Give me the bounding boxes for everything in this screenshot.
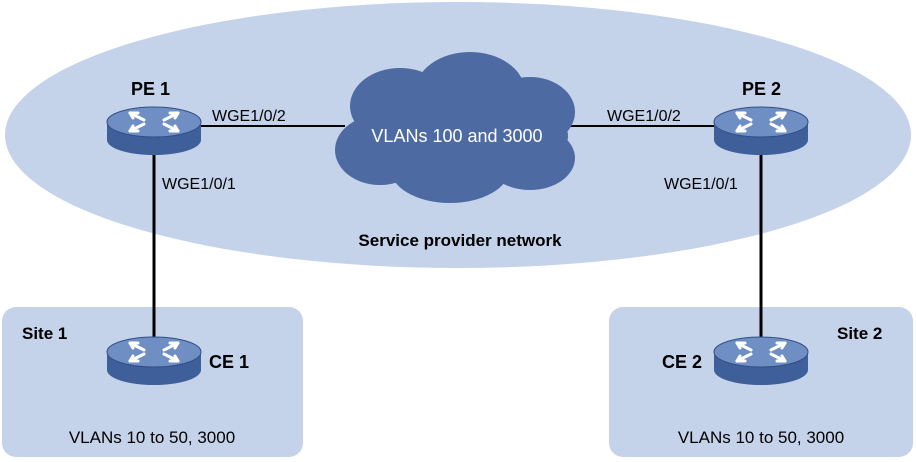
site-1-vlans: VLANs 10 to 50, 3000 (69, 428, 235, 447)
ce1-router-icon (105, 335, 203, 387)
ce1-name: CE 1 (209, 352, 249, 372)
cloud-label: VLANs 100 and 3000 (371, 126, 542, 146)
provider-cloud-icon (335, 52, 575, 203)
site-1-name: Site 1 (22, 324, 67, 343)
pe1-uplink-label: WGE1/0/2 (212, 108, 286, 125)
pe2-downlink-label: WGE1/0/1 (664, 176, 738, 193)
pe1-router-icon (105, 105, 203, 157)
pe2-uplink-label: WGE1/0/2 (607, 108, 681, 125)
site-2-vlans: VLANs 10 to 50, 3000 (678, 428, 844, 447)
site-2-name: Site 2 (837, 324, 882, 343)
pe1-name: PE 1 (131, 79, 170, 99)
ce2-router-icon (712, 335, 810, 387)
pe2-router-icon (712, 105, 810, 157)
ce2-name: CE 2 (662, 352, 702, 372)
pe1-downlink-label: WGE1/0/1 (162, 176, 236, 193)
provider-network-label: Service provider network (358, 231, 562, 250)
pe2-name: PE 2 (742, 79, 781, 99)
